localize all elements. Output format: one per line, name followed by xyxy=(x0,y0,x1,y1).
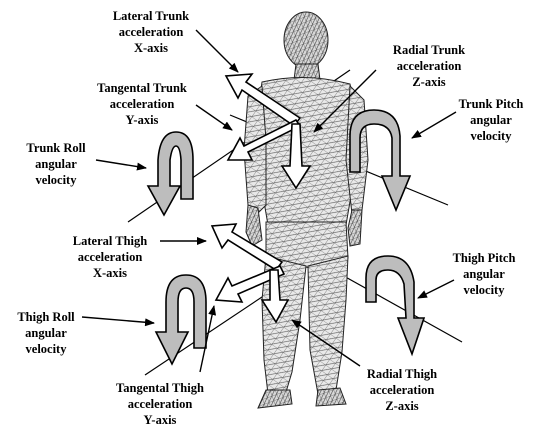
label-tangental-trunk-line3: Y-axis xyxy=(76,112,208,128)
wireframe-body xyxy=(244,12,368,408)
label-lateral-thigh-line2: acceleration xyxy=(56,249,164,265)
label-lateral-trunk-line2: acceleration xyxy=(92,24,210,40)
label-lateral-thigh-line1: Lateral Thigh xyxy=(56,233,164,249)
label-trunk-pitch-line1: Trunk Pitch xyxy=(448,96,534,112)
label-tangental-trunk-line2: acceleration xyxy=(76,96,208,112)
label-trunk-roll-line1: Trunk Roll xyxy=(12,140,100,156)
label-thigh-roll-line1: Thigh Roll xyxy=(4,309,88,325)
label-tangental-thigh-line1: Tangental Thigh xyxy=(94,380,226,396)
label-radial-thigh-line3: Z-axis xyxy=(348,398,456,414)
label-thigh-roll-line3: velocity xyxy=(4,341,88,357)
label-thigh-roll-line2: angular xyxy=(4,325,88,341)
label-tangental-thigh-line2: acceleration xyxy=(94,396,226,412)
label-radial-trunk-line3: Z-axis xyxy=(374,74,484,90)
right-hand-mesh xyxy=(348,210,362,246)
leader-thigh-roll xyxy=(82,317,154,323)
label-radial-thigh-line2: acceleration xyxy=(348,382,456,398)
leader-trunk-roll xyxy=(96,160,146,168)
label-radial-trunk-line2: acceleration xyxy=(374,58,484,74)
label-radial-trunk: Radial Trunk acceleration Z-axis xyxy=(374,42,484,90)
label-lateral-trunk-line1: Lateral Trunk xyxy=(92,8,210,24)
trunk-roll-curved-arrow xyxy=(148,132,193,215)
label-trunk-roll: Trunk Roll angular velocity xyxy=(12,140,100,188)
label-tangental-trunk: Tangental Trunk acceleration Y-axis xyxy=(76,80,208,128)
label-tangental-thigh-line3: Y-axis xyxy=(94,412,226,428)
label-trunk-pitch: Trunk Pitch angular velocity xyxy=(448,96,534,144)
label-lateral-trunk-line3: X-axis xyxy=(92,40,210,56)
label-trunk-roll-line3: velocity xyxy=(12,172,100,188)
label-tangental-trunk-line1: Tangental Trunk xyxy=(76,80,208,96)
label-radial-thigh-line1: Radial Thigh xyxy=(348,366,456,382)
label-trunk-roll-line2: angular xyxy=(12,156,100,172)
label-thigh-pitch: Thigh Pitch angular velocity xyxy=(436,250,532,298)
right-foot-mesh xyxy=(316,388,346,406)
label-trunk-pitch-line3: velocity xyxy=(448,128,534,144)
label-lateral-thigh-line3: X-axis xyxy=(56,265,164,281)
label-thigh-pitch-line2: angular xyxy=(436,266,532,282)
label-thigh-pitch-line1: Thigh Pitch xyxy=(436,250,532,266)
label-lateral-trunk: Lateral Trunk acceleration X-axis xyxy=(92,8,210,56)
label-trunk-pitch-line2: angular xyxy=(448,112,534,128)
label-tangental-thigh: Tangental Thigh acceleration Y-axis xyxy=(94,380,226,428)
label-lateral-thigh: Lateral Thigh acceleration X-axis xyxy=(56,233,164,281)
head-mesh xyxy=(284,12,328,68)
label-radial-thigh: Radial Thigh acceleration Z-axis xyxy=(348,366,456,414)
left-foot-mesh xyxy=(258,390,292,408)
label-thigh-pitch-line3: velocity xyxy=(436,282,532,298)
label-radial-trunk-line1: Radial Trunk xyxy=(374,42,484,58)
right-leg-mesh xyxy=(308,256,348,394)
label-thigh-roll: Thigh Roll angular velocity xyxy=(4,309,88,357)
